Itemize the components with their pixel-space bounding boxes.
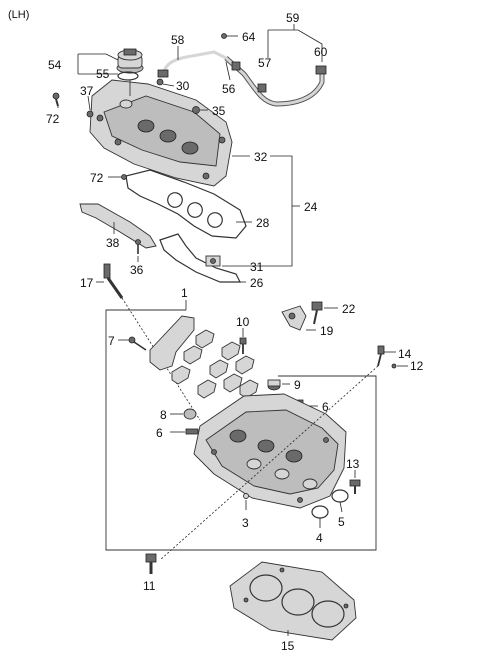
callout-72-upper: 72	[46, 112, 60, 126]
plug-13	[349, 479, 361, 494]
callout-8: 8	[160, 408, 167, 422]
callout-9: 9	[294, 378, 301, 392]
dowel-pin-3	[243, 493, 249, 499]
head-bolt-11	[145, 553, 157, 574]
bolt-trace	[159, 365, 379, 561]
seal-4	[311, 505, 329, 519]
callout-15: 15	[281, 639, 295, 653]
callout-3: 3	[242, 516, 249, 530]
callout-55: 55	[96, 67, 110, 81]
callout-57: 57	[258, 56, 272, 70]
callout-22: 22	[342, 302, 356, 316]
callout-24: 24	[304, 200, 318, 214]
callout-38: 38	[106, 236, 120, 250]
leader-56	[225, 61, 231, 81]
callout-26: 26	[250, 276, 264, 290]
callout-59: 59	[286, 11, 300, 25]
bolt-72-lower	[121, 174, 127, 180]
sensor-12	[391, 363, 397, 369]
callout-1: 1	[181, 286, 188, 300]
plug-seal-rings	[167, 192, 223, 228]
bushing-8	[183, 408, 197, 420]
callout-58: 58	[171, 33, 185, 47]
callout-6-right: 6	[322, 400, 329, 414]
callout-64: 64	[242, 30, 256, 44]
callout-31: 31	[250, 260, 264, 274]
bracket-24-top	[270, 155, 293, 206]
leader-54	[78, 53, 119, 61]
plug-9	[267, 379, 281, 391]
callout-56: 56	[222, 82, 236, 96]
bolt-35	[192, 106, 200, 114]
callout-10: 10	[236, 315, 250, 329]
baffle-plate-38	[79, 203, 157, 249]
callout-11: 11	[143, 579, 156, 593]
head-assy-box	[105, 309, 377, 551]
head-cover-gasket	[125, 169, 247, 239]
bearing-caps	[171, 329, 259, 399]
cylinder-head-cover	[89, 79, 233, 187]
callout-5: 5	[338, 515, 345, 529]
breather-plate-31	[205, 255, 221, 267]
leader-37	[87, 95, 91, 111]
callout-14: 14	[398, 347, 412, 361]
bolt-72-upper	[52, 92, 60, 107]
callout-12: 12	[410, 359, 424, 373]
leader-5	[339, 501, 343, 513]
bracket-24-bottom	[246, 206, 293, 267]
callout-60: 60	[314, 45, 328, 59]
callout-28: 28	[256, 216, 270, 230]
bolt-37	[86, 110, 94, 118]
callout-17: 17	[80, 276, 94, 290]
callout-7: 7	[108, 334, 115, 348]
side-label: (LH)	[8, 9, 29, 21]
breather-hose-58	[157, 50, 227, 78]
breather-hose-59	[224, 56, 327, 107]
callout-13: 13	[346, 457, 360, 471]
bolt-14	[377, 345, 385, 367]
callout-19: 19	[320, 324, 334, 338]
pcv-valve-30	[156, 78, 164, 86]
seal-5	[331, 489, 349, 503]
stud-bolt-17	[103, 263, 124, 299]
bolt-10	[239, 337, 247, 354]
callout-6-left: 6	[156, 426, 163, 440]
bolt-22	[311, 301, 323, 325]
gasket-26	[159, 233, 241, 283]
callout-32: 32	[254, 150, 268, 164]
bolt-64	[221, 33, 227, 39]
dowel-6-left	[185, 428, 199, 435]
callout-4: 4	[316, 531, 323, 545]
leader-30	[162, 83, 175, 87]
callout-35: 35	[212, 104, 226, 118]
callout-30: 30	[176, 79, 190, 93]
callout-36: 36	[130, 263, 144, 277]
oil-filler-cap	[116, 48, 144, 74]
filler-cap-gasket	[117, 71, 139, 81]
callout-37: 37	[80, 84, 94, 98]
callout-54: 54	[48, 58, 62, 72]
bracket-19	[281, 305, 307, 331]
bearing-cap-bracket	[149, 315, 195, 371]
cylinder-head-gasket	[229, 561, 357, 641]
leader-60	[268, 29, 323, 62]
callout-72-lower: 72	[90, 171, 104, 185]
bolt-36	[135, 239, 141, 254]
bolt-7	[128, 336, 147, 351]
